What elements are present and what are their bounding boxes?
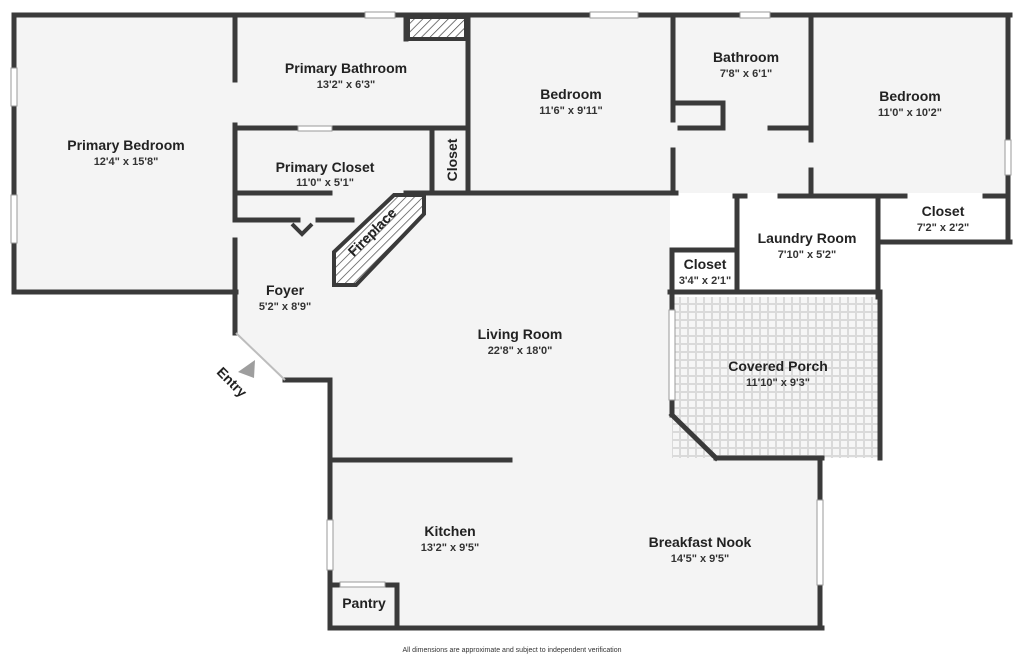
primary-bathroom-dim: 13'2" x 6'3" [317,79,375,91]
center-bedroom-dim: 11'6" x 9'11" [539,105,602,117]
laundry-closet-dim: 3'4" x 2'1" [679,275,731,287]
kitchen-dim: 13'2" x 9'5" [421,542,479,554]
laundry-room-name: Laundry Room [758,230,857,246]
bathroom-shelf-hatch [406,15,468,41]
small-closet-name: Closet [444,138,460,181]
room-labels: Primary Bedroom 12'4" x 15'8" Primary Ba… [67,49,969,654]
primary-closet-name: Primary Closet [276,159,375,175]
right-closet-dim: 7'2" x 2'2" [917,222,969,234]
foyer-dim: 5'2" x 8'9" [259,301,311,313]
covered-porch-name: Covered Porch [728,358,828,374]
right-closet-name: Closet [922,203,965,219]
right-bedroom-name: Bedroom [879,88,940,104]
entry-arrow-icon [238,360,255,378]
primary-bathroom-name: Primary Bathroom [285,60,407,76]
footnote: All dimensions are approximate and subje… [402,647,621,654]
primary-bedroom-dim: 12'4" x 15'8" [94,156,159,168]
primary-bedroom-name: Primary Bedroom [67,137,184,153]
breakfast-nook-dim: 14'5" x 9'5" [671,553,729,565]
covered-porch-dim: 11'10" x 9'3" [746,377,810,389]
kitchen-name: Kitchen [424,523,475,539]
floor-fills [16,17,1010,628]
laundry-room-dim: 7'10" x 5'2" [778,249,836,261]
primary-closet-dim: 11'0" x 5'1" [296,177,354,189]
living-room-name: Living Room [478,326,563,342]
walls [11,12,1013,631]
bathroom-dim: 7'8" x 6'1" [720,68,772,80]
right-bedroom-dim: 11'0" x 10'2" [878,107,942,119]
living-room-dim: 22'8" x 18'0" [488,345,553,357]
entry-door[interactable] [235,332,286,381]
windows [10,11,1012,588]
bathroom-name: Bathroom [713,49,779,65]
foyer-name: Foyer [266,282,305,298]
pantry-name: Pantry [342,595,386,611]
laundry-closet-name: Closet [684,256,727,272]
covered-porch-floor [672,297,880,458]
center-bedroom-name: Bedroom [540,86,601,102]
breakfast-nook-name: Breakfast Nook [649,534,752,550]
